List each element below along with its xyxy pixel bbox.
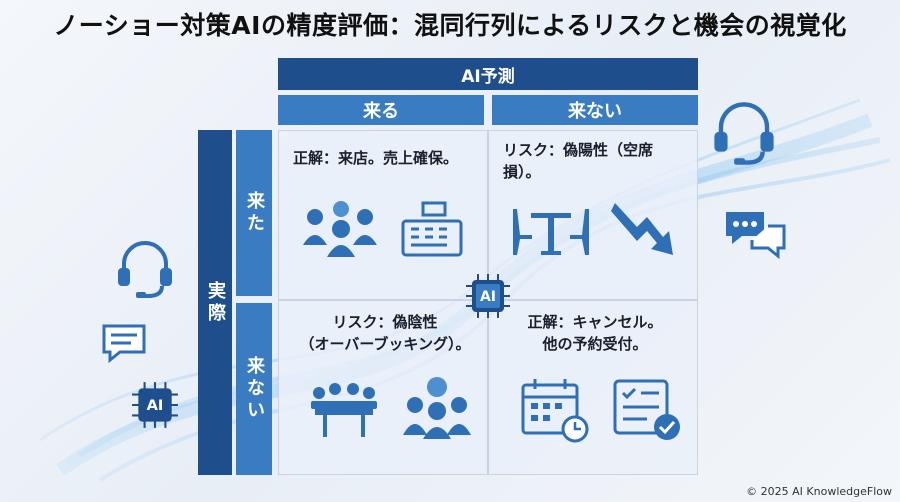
cell-text: 正解：来店。売上確保。 — [293, 149, 459, 167]
cell-false-positive: リスク：偽陽性（空席 損）。 — [488, 130, 698, 300]
table-chairs-icon — [513, 209, 589, 255]
actual-row-noshow: 来ない — [236, 303, 272, 475]
right-chat-icon — [726, 212, 786, 260]
headset-icon — [118, 241, 172, 298]
meeting-icon — [311, 383, 377, 437]
ai-chip-label: AI — [480, 289, 496, 305]
checklist-icon — [613, 379, 680, 440]
cell-text: リスク：偽陰性 （オーバーブッキング）。 — [293, 311, 477, 355]
down-trend-arrow-icon — [611, 203, 673, 255]
cell-text-line: 損）。 — [503, 163, 541, 181]
right-headset-icon — [714, 102, 774, 165]
copyright: © 2025 AI KnowledgeFlow — [746, 485, 892, 498]
actual-header: 実際 — [198, 130, 232, 475]
group-icon — [303, 201, 377, 257]
cell-true-negative: 正解：キャンセル。 他の予約受付。 — [488, 300, 698, 475]
cell-text: 正解：キャンセル。 他の予約受付。 — [503, 311, 687, 355]
ai-chip-icon: AI — [466, 274, 510, 318]
actual-row-came: 来た — [236, 130, 272, 296]
cell-text: リスク：偽陽性（空席 損）。 — [503, 139, 687, 183]
cell-text-line: リスク：偽陽性（空席 — [503, 141, 654, 159]
side-ai-chip-label: AI — [147, 397, 164, 414]
cell-false-negative: リスク：偽陰性 （オーバーブッキング）。 — [278, 300, 488, 475]
side-ai-chip-icon: AI — [132, 382, 178, 428]
cell-text-line: （オーバーブッキング）。 — [299, 335, 471, 353]
prediction-column-no: 来ない — [492, 95, 698, 125]
cash-register-icon — [401, 201, 463, 257]
calendar-icon — [521, 379, 589, 443]
cell-text-line: 他の予約受付。 — [542, 335, 648, 353]
cell-text-line: 正解：キャンセル。 — [527, 313, 663, 331]
cell-text-line: リスク：偽陰性 — [332, 313, 438, 331]
confusion-matrix: 正解：来店。売上確保。 リスク：偽陽性（空席 損）。 — [278, 130, 698, 475]
page-title: ノーショー対策AIの精度評価：混同行列によるリスクと機会の視覚化 — [53, 11, 847, 40]
angry-customers-icon — [403, 377, 471, 439]
chat-icon — [102, 324, 146, 364]
prediction-header: AI予測 — [278, 58, 698, 90]
cell-true-positive: 正解：来店。売上確保。 — [278, 130, 488, 300]
prediction-column-yes: 来る — [278, 95, 484, 125]
